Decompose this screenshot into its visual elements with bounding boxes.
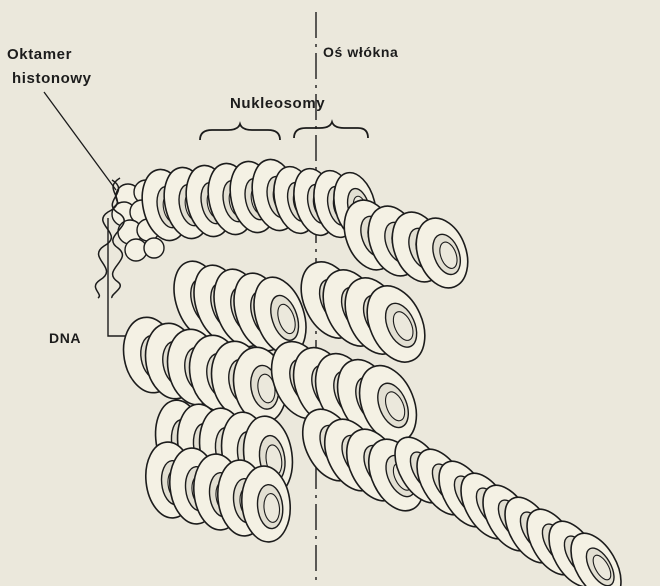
- nucleosome-coils: [118, 155, 632, 586]
- fiber-axis-label: Oś włókna: [323, 43, 398, 61]
- nucleosome-bracket-left: [200, 124, 280, 140]
- nucleosome-bracket-right: [294, 122, 368, 138]
- octamer-label-line1: Oktamer: [7, 46, 72, 64]
- dna-label: DNA: [49, 329, 81, 347]
- nucleosomes-label: Nukleosomy: [230, 95, 325, 113]
- octamer-label-line2: histonowy: [12, 70, 92, 88]
- octamer-leader-line: [44, 92, 116, 190]
